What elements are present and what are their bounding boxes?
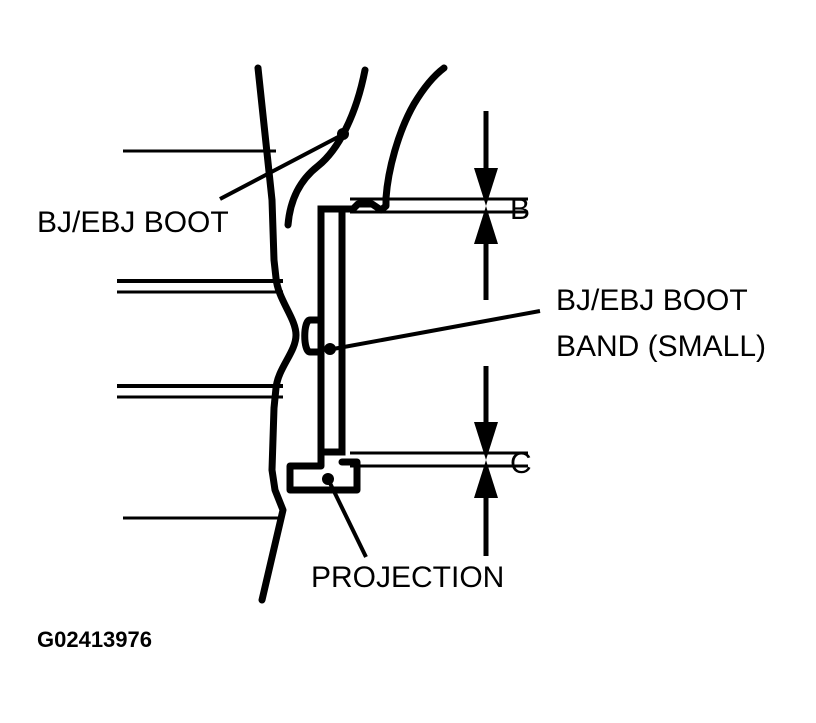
boot-band-body <box>317 205 346 456</box>
boot-band-leader-dot <box>324 343 336 355</box>
bj-ebj-boot-leader-dot <box>337 128 349 140</box>
bj-ebj-boot-leader <box>219 128 349 201</box>
dimension-b-group: B <box>350 111 530 300</box>
bj-ebj-boot-outline <box>254 64 448 604</box>
projection-leader-line <box>326 478 368 558</box>
figure-id-label: G02413976 <box>37 627 152 652</box>
projection-step <box>286 448 361 494</box>
boot-band-leader <box>324 309 541 355</box>
dimension-c-label: C <box>510 447 532 480</box>
boot-inner-curve <box>284 66 369 229</box>
boot-band-top-lip <box>317 194 390 214</box>
projection-leader-dot <box>322 473 334 485</box>
boot-bellows-profile <box>254 64 300 604</box>
boot-band-crimp-tab <box>301 316 325 356</box>
dimension-b-arrowhead-up <box>474 206 498 244</box>
bj-ebj-boot-label: BJ/EBJ BOOT <box>37 206 229 239</box>
boot-outer-curve <box>382 64 448 202</box>
bj-ebj-boot-leader-line <box>219 134 341 201</box>
dimension-c-arrowhead-up <box>474 460 498 498</box>
projection-label: PROJECTION <box>311 561 504 594</box>
boot-band-label-line2: BAND (SMALL) <box>556 330 766 363</box>
dimension-b-arrowhead-down <box>474 168 498 206</box>
bj-ebj-boot-band-small-shape <box>286 194 390 494</box>
section-extension-lines <box>117 149 283 520</box>
boot-band-label-line1: BJ/EBJ BOOT <box>556 284 748 317</box>
dimension-b-label: B <box>510 193 530 226</box>
dimension-c-arrowhead-down <box>474 422 498 460</box>
boot-band-leader-line <box>332 309 541 351</box>
dimension-c-group: C <box>350 366 532 556</box>
projection-leader <box>322 473 368 558</box>
